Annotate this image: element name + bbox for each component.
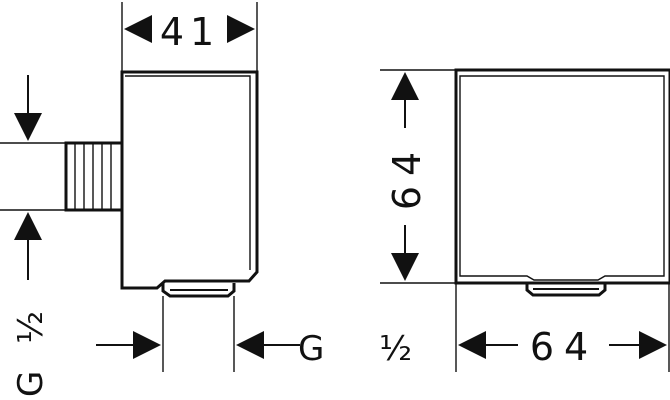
width-label: 64 [530, 325, 598, 369]
outlet-arrow-right [236, 331, 264, 359]
thread-label-horizontal: G ½ [298, 329, 434, 369]
front-outlet [525, 283, 607, 297]
front-body-outline [454, 68, 670, 285]
depth-arrow-right [227, 15, 255, 43]
thread-connector [64, 141, 124, 212]
side-body-inner-line [125, 75, 251, 270]
height-label: 64 [385, 142, 429, 210]
depth-arrow-left [124, 15, 152, 43]
outlet-arrow-left [133, 331, 161, 359]
thread-label-vertical: G ½ [11, 303, 51, 397]
width-arrow-right [639, 331, 667, 359]
outlet-thread-dimension: G ½ [96, 296, 434, 372]
width-arrow-left [458, 331, 486, 359]
thread-arrow-bottom [14, 212, 42, 240]
front-view: 64 64 [380, 68, 670, 372]
thread-hatching [74, 143, 112, 210]
side-outlet-foot [161, 283, 236, 298]
side-body-outline [120, 70, 259, 290]
height-arrow-bottom [391, 253, 419, 281]
front-body-inner-line [459, 75, 665, 281]
thread-arrow-top [14, 113, 42, 141]
height-arrow-top [391, 72, 419, 100]
depth-label: 41 [160, 10, 220, 54]
side-view: 41 G ½ [0, 2, 259, 397]
